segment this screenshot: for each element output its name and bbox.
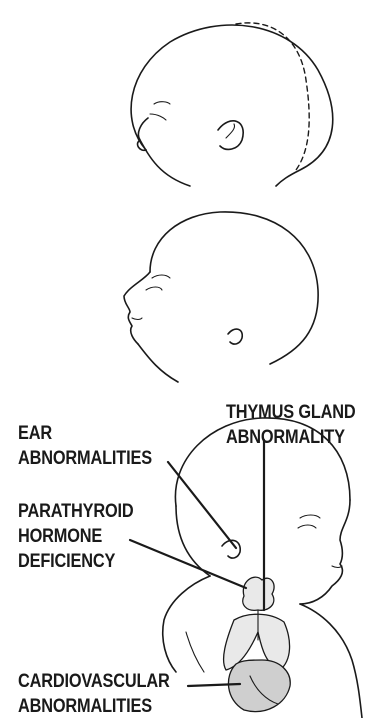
parathyroid-label-line-2: HORMONE [18, 524, 134, 549]
infant-body-bottom [163, 418, 362, 718]
infant-head-middle [124, 212, 318, 382]
infant-head-top [131, 23, 333, 186]
ear-label: EAR ABNORMALITIES [18, 421, 152, 471]
thymus-label: THYMUS GLAND ABNORMALITY [226, 400, 356, 450]
thymus-label-line-1: THYMUS GLAND [226, 400, 356, 425]
parathyroid-pointer-line [130, 540, 246, 588]
parathyroid-label-line-3: DEFICIENCY [18, 549, 134, 574]
cardio-label-line-2: ABNORMALITIES [18, 694, 170, 719]
thymus-label-line-2: ABNORMALITY [226, 425, 356, 450]
cardio-label-line-1: CARDIOVASCULAR [18, 669, 170, 694]
parathyroid-label-line-1: PARATHYROID [18, 499, 134, 524]
ear-label-line-1: EAR [18, 421, 152, 446]
parathyroid-label: PARATHYROID HORMONE DEFICIENCY [18, 499, 134, 574]
cardio-label: CARDIOVASCULAR ABNORMALITIES [18, 669, 170, 719]
ear-pointer-line [168, 462, 236, 548]
ear-label-line-2: ABNORMALITIES [18, 446, 152, 471]
